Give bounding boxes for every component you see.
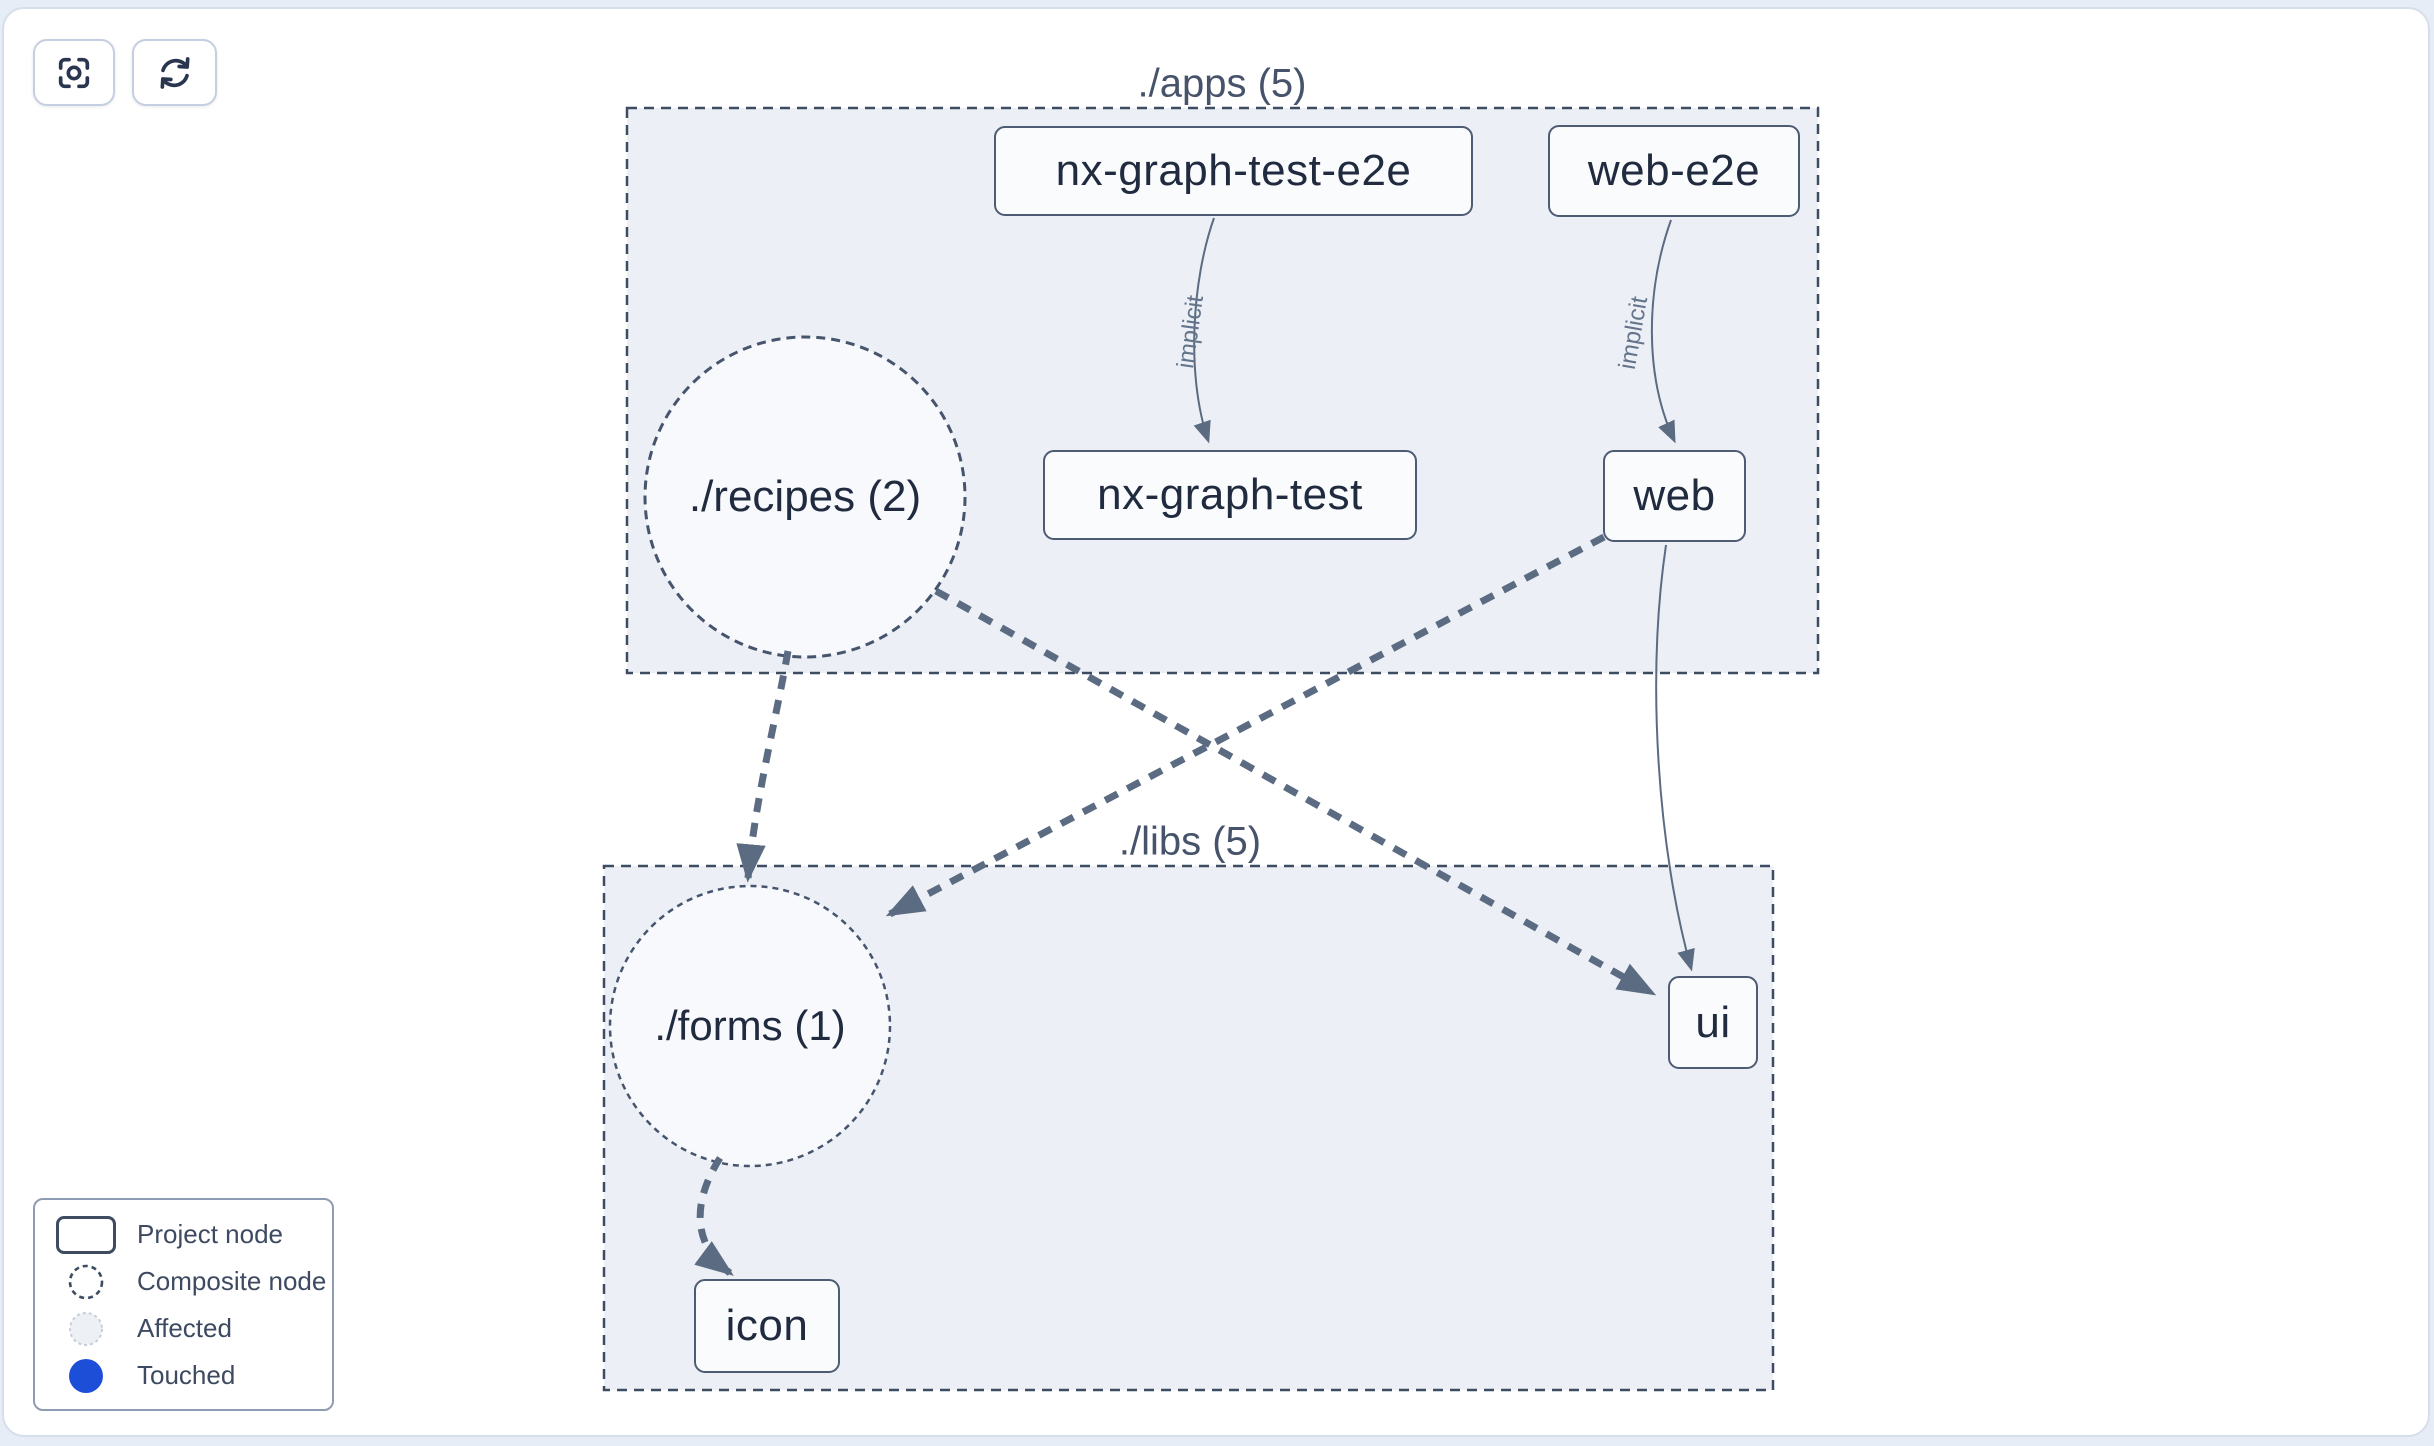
legend-label: Affected [137,1313,232,1343]
touched-node-icon [69,1358,103,1393]
project-node-web[interactable]: web [1603,450,1746,542]
legend-row-touched: Touched [35,1352,332,1399]
group-label-apps: ./apps (5) [1137,61,1307,106]
group-label-libs: ./libs (5) [1118,819,1262,864]
composite-label-forms: ./forms (1) [654,1002,846,1049]
project-node-nx-graph-test-e2e[interactable]: nx-graph-test-e2e [994,126,1473,216]
affected-node-icon [69,1311,103,1346]
legend-row-affected: Affected [35,1305,332,1352]
edge-web-to-forms [885,533,1606,918]
edge-nx-graph-test-e2e-to-nx-graph-test [1193,217,1215,444]
project-node-web-e2e[interactable]: web-e2e [1548,125,1800,217]
refresh-icon [160,56,190,89]
edge-recipes-to-ui [934,587,1657,997]
project-node-icon[interactable]: icon [694,1279,840,1373]
composite-node-forms[interactable] [608,884,892,1168]
legend-label: Touched [137,1360,236,1390]
focus-scan-icon [58,57,90,88]
edge-web-e2e-to-web [1650,219,1676,444]
project-node-nx-graph-test[interactable]: nx-graph-test [1043,450,1417,540]
composite-node-icon [68,1264,104,1299]
project-node-ui[interactable]: ui [1668,976,1758,1069]
legend-label: Project node [137,1219,283,1249]
focus-button[interactable] [33,39,115,106]
legend-row-composite: Composite node [35,1258,332,1305]
edge-forms-to-icon [694,1156,734,1276]
refresh-button[interactable] [132,39,217,106]
legend: Project node Composite node Affected Tou… [33,1198,334,1411]
edge-recipes-to-forms [736,650,792,883]
composite-node-recipes[interactable] [643,335,967,659]
composite-label-recipes: ./recipes (2) [688,472,922,521]
legend-label: Composite node [137,1266,327,1296]
legend-row-project: Project node [35,1211,332,1258]
edge-web-to-ui [1655,544,1695,972]
project-node-icon [56,1215,116,1254]
